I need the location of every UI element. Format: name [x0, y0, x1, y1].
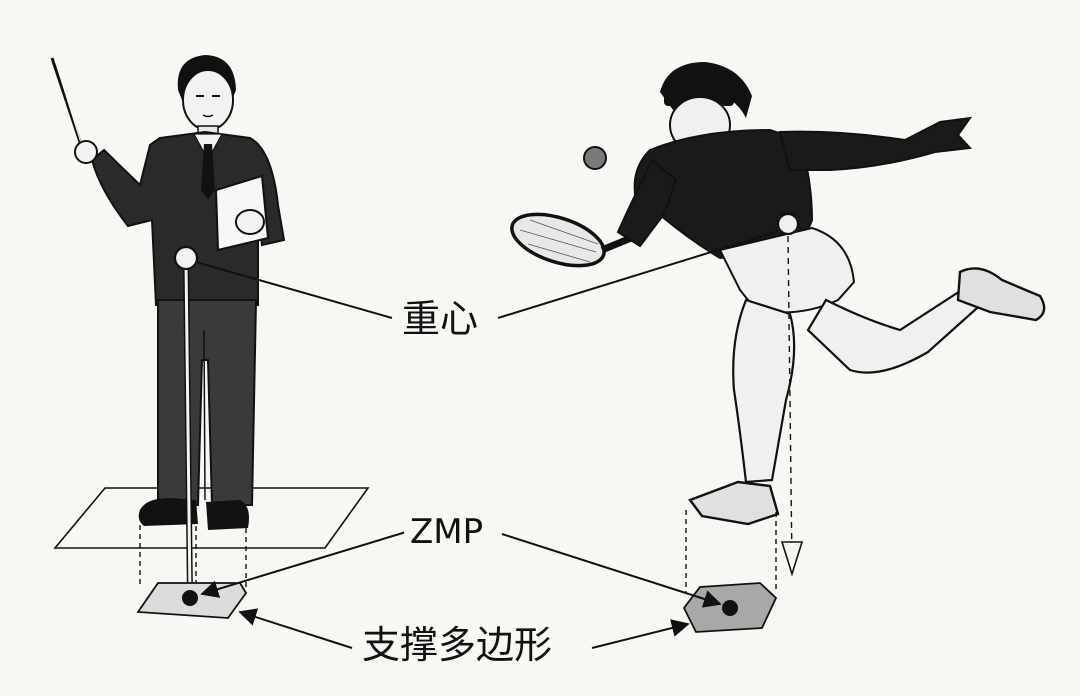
floor-plane — [53, 487, 370, 549]
racket-head — [510, 212, 606, 268]
teacher-figure — [50, 55, 370, 619]
support-polygon-label: 支撑多边形 — [356, 626, 559, 664]
teacher-hair — [177, 55, 236, 100]
player-back-shoe — [956, 267, 1046, 322]
zmp-leader-left — [200, 531, 407, 598]
teacher-trousers — [157, 299, 258, 506]
teacher-head — [182, 69, 234, 131]
cog-marker-left — [173, 245, 199, 271]
tennis-ball — [583, 146, 607, 170]
player-back-leg — [806, 284, 988, 374]
player-back-arm — [778, 116, 973, 171]
player-front-arm — [616, 158, 678, 248]
projection-lines-left — [139, 525, 247, 588]
cog-marker-right — [776, 212, 800, 236]
zmp-dot-right — [722, 600, 738, 616]
left-shoe — [138, 498, 198, 526]
projection-lines-right — [685, 510, 777, 592]
right-shoe — [206, 500, 249, 530]
zmp-dot-left — [182, 590, 198, 606]
cog-projection-arrow — [780, 541, 804, 577]
player-front-leg — [732, 298, 796, 484]
leader-lines — [195, 231, 777, 649]
zmp-label: ZMP — [404, 515, 490, 549]
cog-label: 重心 — [396, 300, 485, 338]
cog-leader-right — [497, 231, 777, 319]
player-front-shoe — [688, 480, 780, 526]
tennis-figure — [510, 62, 1046, 633]
support-leader-left — [238, 608, 353, 649]
cog-leader-left — [195, 261, 393, 319]
pointer-stick — [50, 57, 84, 149]
zmp-leader-right — [501, 533, 722, 608]
support-leader-right — [591, 619, 690, 649]
